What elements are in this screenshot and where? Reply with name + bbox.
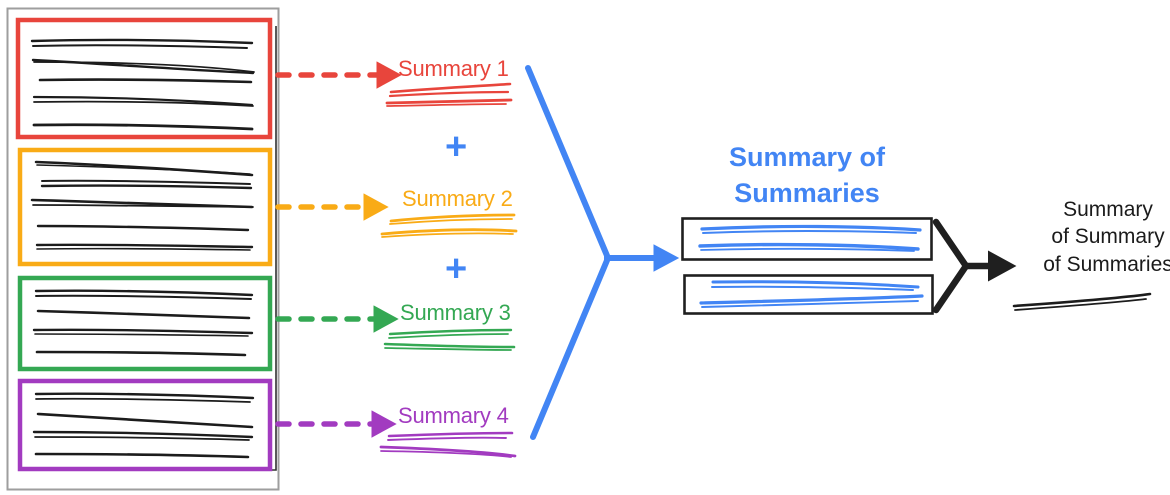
sos-box-2-lines xyxy=(699,280,924,308)
final-summary-label: Summary of Summary of Summaries xyxy=(1013,196,1170,278)
sos-box-1[interactable] xyxy=(681,217,933,261)
document-lines-red xyxy=(30,38,255,131)
summary-3-label: Summary 3 xyxy=(400,300,511,325)
document-lines-purple xyxy=(32,392,255,459)
summary-squiggle-red xyxy=(385,82,513,107)
summary-squiggle-green xyxy=(383,328,516,351)
sos-box-1-lines xyxy=(698,224,922,252)
source-documents-container xyxy=(6,7,280,491)
document-group-green[interactable] xyxy=(17,275,273,372)
summary-of-summaries-title: Summary of Summaries xyxy=(728,142,886,209)
final-summary-squiggle xyxy=(1012,292,1152,311)
document-group-red[interactable] xyxy=(15,17,273,140)
summary-2-label: Summary 2 xyxy=(402,186,513,211)
final-summary-line-1: Summary xyxy=(1063,198,1153,221)
document-group-purple[interactable] xyxy=(17,378,273,472)
document-lines-green xyxy=(32,289,254,357)
sos-box-2[interactable] xyxy=(683,274,934,315)
summary-squiggle-orange xyxy=(380,213,518,238)
plus-sign-1: + xyxy=(445,126,468,168)
plus-sign-2: + xyxy=(445,248,468,290)
black-merge-arrow xyxy=(932,218,1017,314)
document-lines-orange xyxy=(30,160,254,251)
summary-squiggle-purple xyxy=(379,431,517,458)
blue-merge-funnel xyxy=(525,65,680,440)
final-summary-line-2: of Summary xyxy=(1051,225,1165,249)
final-summary-line-3: of Summaries xyxy=(1043,252,1170,276)
summary-1-label: Summary 1 xyxy=(398,56,509,81)
summary-4-label: Summary 4 xyxy=(398,403,509,428)
document-group-orange[interactable] xyxy=(17,147,273,267)
